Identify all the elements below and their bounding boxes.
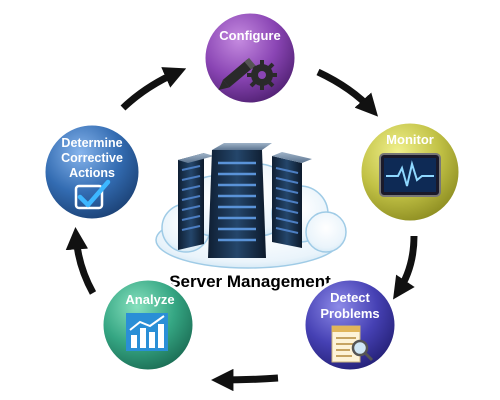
arrow-configure-to-monitor — [316, 68, 379, 117]
server-rack-right — [272, 152, 312, 248]
heartbeat-monitor-icon — [379, 153, 441, 197]
arrow-analyze-to-determine — [65, 227, 97, 295]
arrow-determine-to-configure — [120, 67, 187, 111]
step-detect-problems: Detect Problems — [302, 277, 398, 373]
bar-chart-trend-icon — [126, 313, 168, 351]
pencil-gear-icon — [218, 57, 277, 90]
server-rack-left — [178, 153, 214, 250]
arrow-detect-to-analyze — [211, 368, 279, 392]
server-rack-center — [208, 143, 272, 258]
step-monitor-label: Monitor — [386, 132, 434, 147]
server-rack-cloud-icon — [155, 143, 347, 269]
step-determine-label-line1: Determine — [61, 136, 122, 150]
cycle-arrows — [65, 67, 418, 392]
step-detect-label-line2: Problems — [320, 306, 379, 321]
checkmark-icon — [74, 179, 111, 210]
step-analyze: Analyze — [100, 277, 196, 373]
step-analyze-label: Analyze — [125, 292, 174, 307]
step-configure-label: Configure — [219, 28, 280, 43]
arrow-monitor-to-detect — [393, 235, 418, 300]
magnifier-document-icon — [331, 325, 374, 363]
step-monitor: Monitor — [358, 120, 462, 224]
step-detect-label-line1: Detect — [330, 290, 370, 305]
step-determine-label-line2: Corrective — [61, 151, 123, 165]
step-configure: Configure — [202, 10, 298, 106]
step-determine-label-line3: Actions — [69, 166, 115, 180]
diagram-center-title: Server Management — [169, 272, 331, 291]
step-determine-corrective-actions: Determine Corrective Actions — [42, 122, 142, 222]
